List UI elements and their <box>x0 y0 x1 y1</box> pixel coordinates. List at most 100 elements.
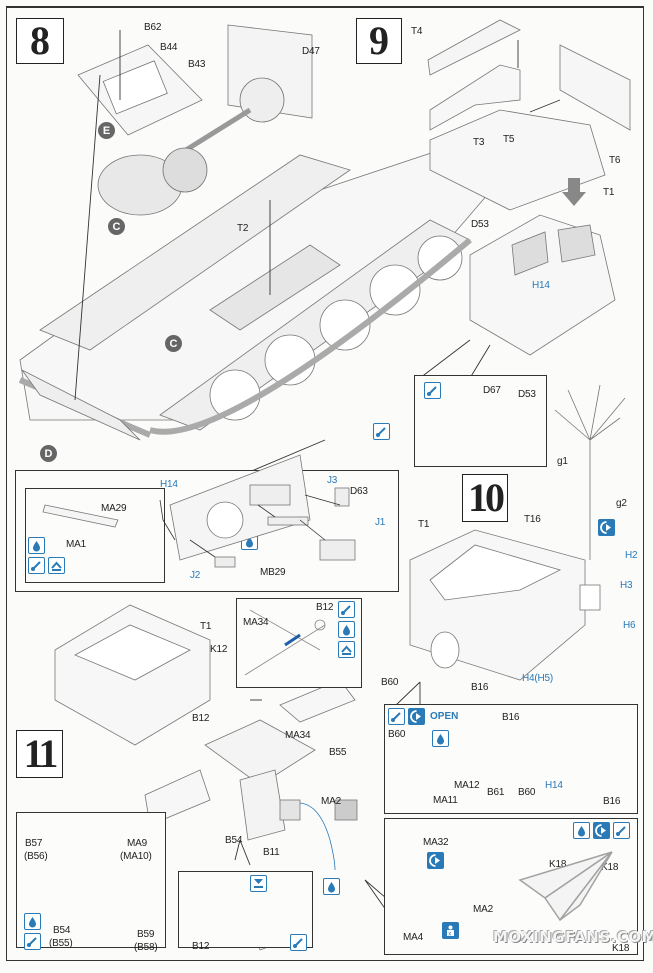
part-label-ma9: MA9 <box>127 838 147 849</box>
cut-remove-icon: x <box>442 922 459 939</box>
part-label-k18-c: K18 <box>612 943 630 954</box>
part-label-d47: D47 <box>302 46 320 57</box>
bend-fold-icon <box>338 641 355 658</box>
part-label-d67: D67 <box>483 385 501 396</box>
part-label-h14: H14 <box>532 280 550 291</box>
part-label-t6: T6 <box>609 155 621 166</box>
part-label-b54-detail: B54 <box>53 925 71 936</box>
part-label-g2: g2 <box>616 498 627 509</box>
part-label-d53-detail: D53 <box>518 389 536 400</box>
part-label-ma12: MA12 <box>454 780 480 791</box>
part-label-b16-detail-a: B16 <box>502 712 520 723</box>
part-label-b60-step10: B60 <box>381 677 399 688</box>
part-label-b54: B54 <box>225 835 243 846</box>
paint-brush-icon <box>613 822 630 839</box>
part-label-b16-detail-b: B16 <box>603 796 621 807</box>
part-label-k18-b: K18 <box>601 862 619 873</box>
paint-brush-icon <box>388 708 405 725</box>
bend-fold-icon <box>48 557 65 574</box>
optional-choice-icon <box>598 519 615 536</box>
part-label-d53: D53 <box>471 219 489 230</box>
part-label-h4-h5: H4(H5) <box>522 673 554 684</box>
part-label-b12: B12 <box>192 713 210 724</box>
part-label-ma1: MA1 <box>66 539 86 550</box>
paint-brush-icon <box>24 933 41 950</box>
part-label-h2: H2 <box>625 550 638 561</box>
part-label-ma11: MA11 <box>433 795 458 806</box>
part-label-k12: K12 <box>210 644 228 655</box>
part-label-t5: T5 <box>503 134 515 145</box>
part-label-t2: T2 <box>237 223 249 234</box>
step11-drawing <box>54 604 358 871</box>
open-position-label: OPEN <box>430 711 459 722</box>
subassembly-marker-d: D <box>40 445 57 462</box>
part-label-b62: B62 <box>144 22 162 33</box>
part-label-b59: B59 <box>137 929 155 940</box>
part-label-g1: g1 <box>557 456 568 467</box>
part-label-ma2-detail: MA2 <box>473 904 493 915</box>
step-11-number: 11 <box>16 730 63 778</box>
part-label-b58: (B58) <box>134 942 158 953</box>
glue-drop-icon <box>338 621 355 638</box>
glue-drop-icon <box>28 537 45 554</box>
part-label-d63: D63 <box>350 486 368 497</box>
step-8-number: 8 <box>16 18 64 64</box>
glue-drop-icon <box>432 730 449 747</box>
step8-subdetail-box <box>25 488 165 583</box>
optional-choice-icon <box>593 822 610 839</box>
step10-detail-box <box>384 704 638 814</box>
part-label-b44: B44 <box>160 42 178 53</box>
part-label-j2: J2 <box>190 570 201 581</box>
step-9-number: 9 <box>356 18 402 64</box>
part-label-ma34: MA34 <box>285 730 311 741</box>
part-label-t16: T16 <box>524 514 541 525</box>
part-label-j3: J3 <box>327 475 338 486</box>
step9-superstructure-drawing <box>427 19 631 356</box>
part-label-t1-step10: T1 <box>418 519 430 530</box>
part-label-t1-step11: T1 <box>200 621 212 632</box>
page-frame <box>6 6 644 961</box>
paint-brush-icon <box>338 601 355 618</box>
subassembly-marker-c-2: C <box>165 335 182 352</box>
part-label-ma29: MA29 <box>101 503 127 514</box>
part-label-ma2: MA2 <box>321 796 341 807</box>
part-label-b57: B57 <box>25 838 43 849</box>
step-10-number: 10 <box>462 474 508 522</box>
part-label-ma34-detail: MA34 <box>243 617 269 628</box>
paint-brush-icon <box>290 934 307 951</box>
paint-brush-icon <box>28 557 45 574</box>
glue-drop-icon <box>24 913 41 930</box>
part-label-b60-detail: B60 <box>388 729 406 740</box>
paint-brush-icon <box>373 423 390 440</box>
part-label-t4: T4 <box>411 26 423 37</box>
glue-drop-icon <box>573 822 590 839</box>
part-label-b56: (B56) <box>24 851 48 862</box>
svg-text:x: x <box>448 932 451 938</box>
align-position-icon <box>250 875 267 892</box>
part-label-t1: T1 <box>603 187 615 198</box>
part-label-b43: B43 <box>188 59 206 70</box>
optional-choice-icon <box>408 708 425 725</box>
subassembly-marker-e: E <box>98 122 115 139</box>
part-label-j1: J1 <box>375 517 386 528</box>
part-label-b16-step10: B16 <box>471 682 489 693</box>
subassembly-marker-c: C <box>108 218 125 235</box>
part-label-ma10: (MA10) <box>120 851 152 862</box>
glue-drop-icon <box>323 878 340 895</box>
leader-line <box>74 74 101 401</box>
glue-drop-icon <box>241 533 258 550</box>
part-label-b12-detail: B12 <box>316 602 334 613</box>
antenna-drawing <box>554 384 626 560</box>
part-label-b12-mid: B12 <box>192 941 210 952</box>
part-label-ma4: MA4 <box>403 932 423 943</box>
part-label-b11: B11 <box>263 847 280 858</box>
watermark-text: MOXINGFANS.COM <box>493 928 653 946</box>
step11-left-detail-box <box>16 812 166 948</box>
part-label-ma32: MA32 <box>423 837 449 848</box>
part-label-b55: B55 <box>329 747 347 758</box>
part-label-b61: B61 <box>487 787 505 798</box>
part-label-b60-detail-b: B60 <box>518 787 536 798</box>
part-label-t3: T3 <box>473 137 485 148</box>
paint-brush-icon <box>424 382 441 399</box>
